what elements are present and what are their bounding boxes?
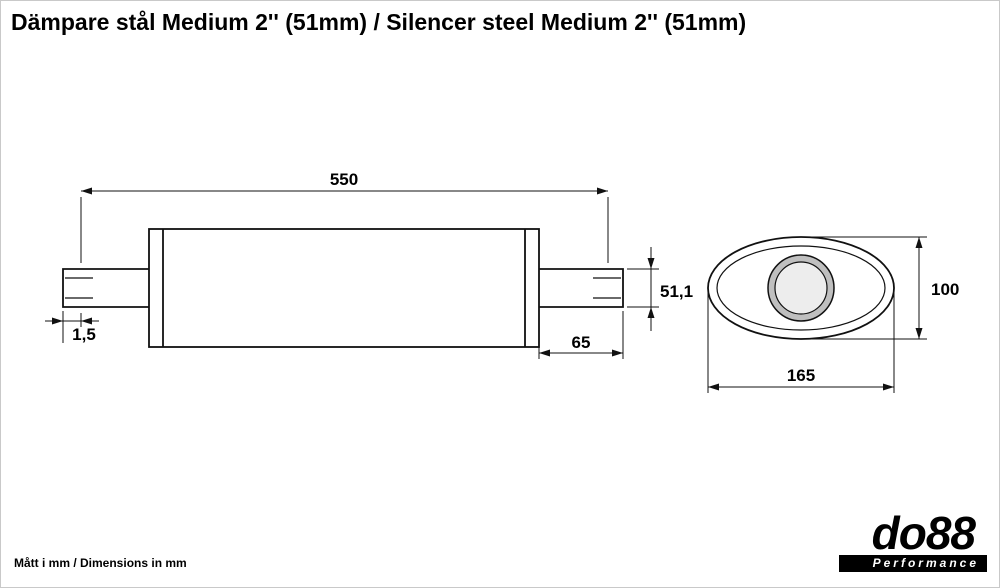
side-view [62,228,624,348]
dim-stub-length: 65 [572,333,591,352]
dimension-labels: 550 51,1 1,5 65 100 165 [72,170,959,385]
oval-shell-inner [716,245,886,331]
inlet-pipe [62,268,149,308]
do88-logo: do88 Performance [838,506,987,572]
dim-pipe-diameter: 51,1 [660,282,693,301]
dimension-lines [45,190,927,393]
logo-tagline-bar: Performance [838,555,987,572]
oval-shell-outer [707,236,895,340]
logo-brand-text: do88 [871,506,976,559]
end-view [707,236,895,340]
logo-tagline-text: Performance [872,556,979,570]
units-note: Mått i mm / Dimensions in mm [14,556,187,570]
page-title: Dämpare stål Medium 2'' (51mm) / Silence… [11,9,747,35]
pipe-slits [65,277,621,299]
dim-wall-thickness: 1,5 [72,325,96,344]
silencer-body [148,228,540,348]
dim-oval-height: 100 [931,280,959,299]
dimension-arrows [52,187,923,391]
dim-oval-width: 165 [787,366,815,385]
outlet-pipe [539,268,624,308]
pipe-opening-bore [774,261,828,315]
dim-body-length: 550 [330,170,358,189]
